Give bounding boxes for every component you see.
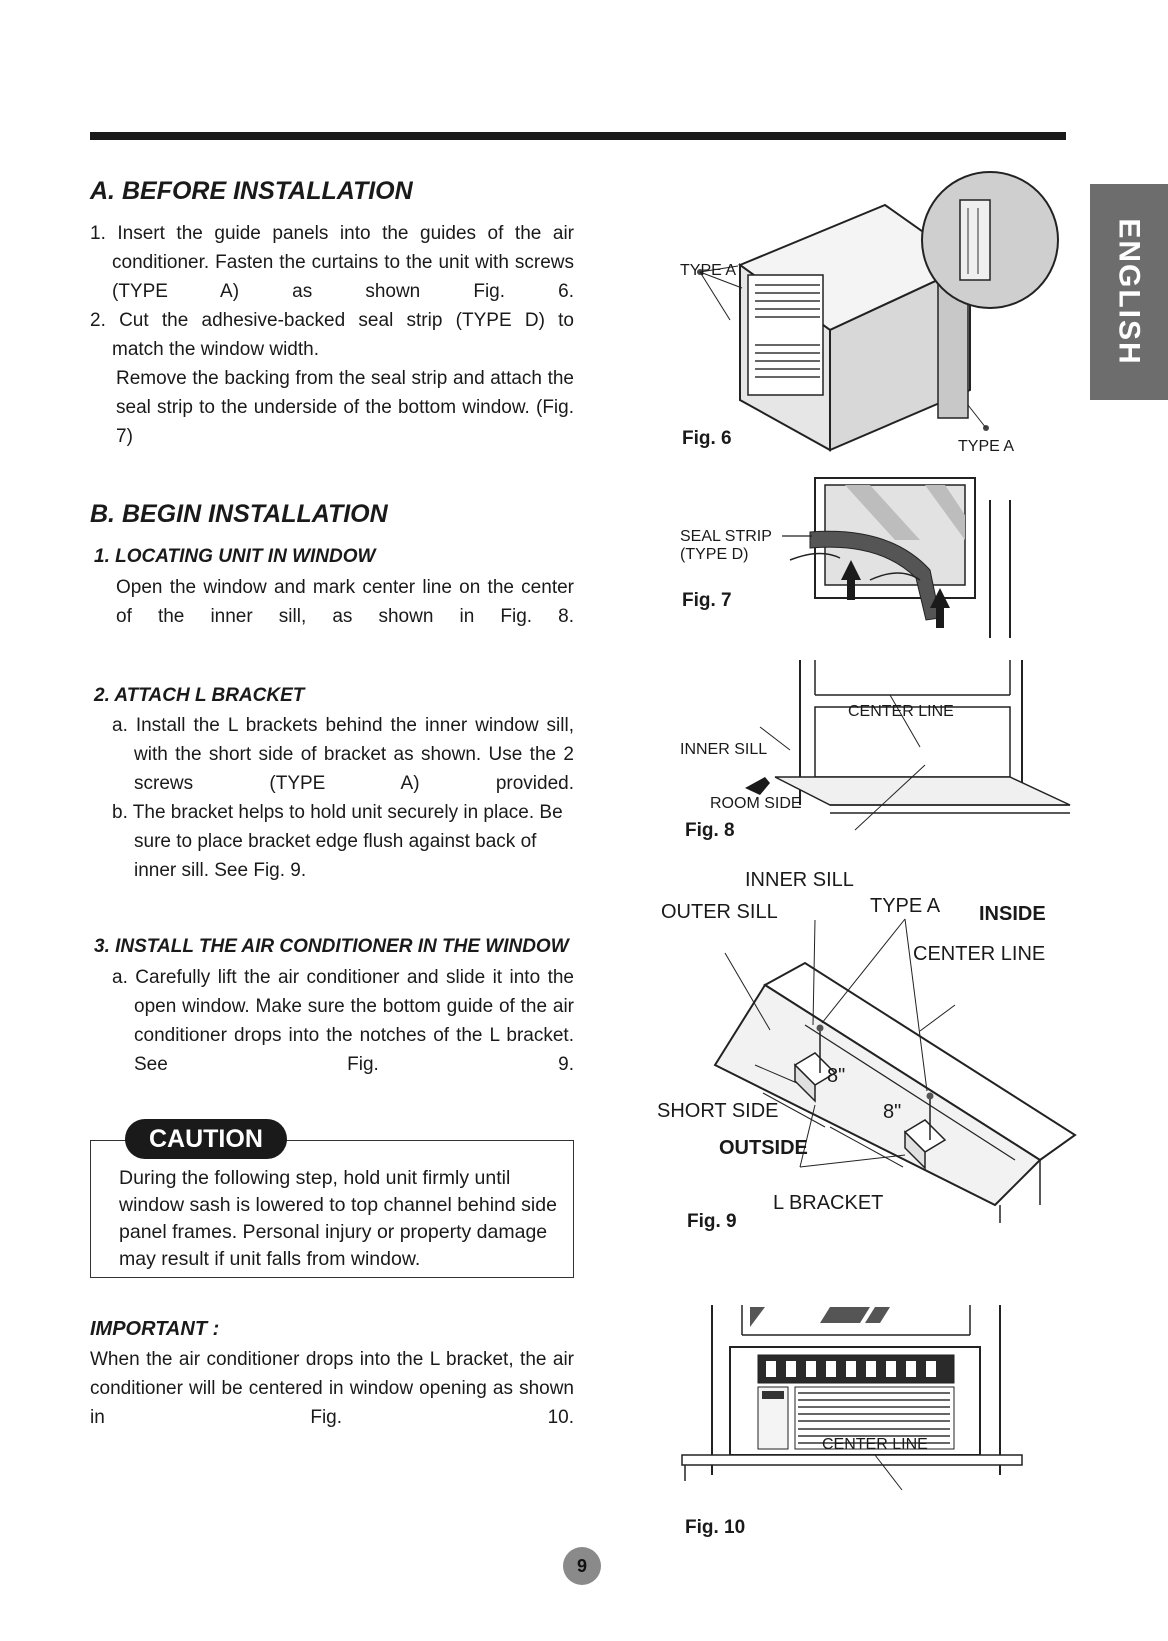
- fig10-label-center-line: CENTER LINE: [822, 1436, 928, 1453]
- figure-6: TYPE A TYPE A Fig. 6: [670, 170, 1059, 470]
- section-a-step-2-line-2: match the window width.: [112, 339, 319, 360]
- figure-8: CENTER LINE INNER SILL ROOM SIDE Fig. 8: [670, 655, 1071, 855]
- fig8-label-inner-sill: INNER SILL: [680, 741, 768, 758]
- attach-bracket-title: 2. ATTACH L BRACKET: [94, 685, 305, 706]
- language-tab[interactable]: ENGLISH: [1090, 184, 1168, 400]
- attach-bracket-item-b: b. The bracket helps to hold unit secure…: [112, 802, 563, 881]
- install-ac-item-a: a. Carefully lift the air conditioner an…: [112, 967, 574, 1075]
- fig8-label-room-side: ROOM SIDE: [710, 795, 802, 812]
- fig7-label-type-d: (TYPE D): [680, 546, 749, 563]
- fig6-label-type-a-bottom: TYPE A: [958, 438, 1015, 455]
- fig9-label-dim-1: 8": [827, 1065, 846, 1087]
- fig8-caption: Fig. 8: [685, 820, 735, 841]
- fig9-label-dim-2: 8": [883, 1101, 902, 1123]
- fig8-illustration: [745, 660, 1071, 831]
- fig7-illustration: [782, 477, 1011, 638]
- section-a-heading: A. BEFORE INSTALLATION: [90, 177, 413, 205]
- fig9-label-l-bracket: L BRACKET: [773, 1192, 884, 1214]
- install-ac-title: 3. INSTALL THE AIR CONDITIONER IN THE WI…: [94, 936, 569, 957]
- fig9-label-type-a: TYPE A: [870, 895, 941, 917]
- locating-unit-text: Open the window and mark center line on …: [116, 577, 574, 627]
- fig6-caption: Fig. 6: [682, 428, 732, 449]
- fig9-label-outside: OUTSIDE: [719, 1137, 808, 1159]
- fig7-caption: Fig. 7: [682, 590, 732, 611]
- figure-10: CENTER LINE Fig. 10: [670, 1305, 1050, 1545]
- fig9-label-inside: INSIDE: [979, 903, 1046, 925]
- fig9-illustration: [713, 918, 1077, 1223]
- fig9-label-short-side: SHORT SIDE: [657, 1100, 779, 1122]
- fig10-caption: Fig. 10: [685, 1517, 746, 1538]
- figure-7: SEAL STRIP (TYPE D) Fig. 7: [670, 470, 1050, 640]
- section-a-step-2-detail: Remove the backing from the seal strip a…: [116, 368, 574, 447]
- important-text: When the air conditioner drops into the …: [90, 1349, 574, 1428]
- fig9-caption: Fig. 9: [687, 1211, 737, 1232]
- fig6-illustration: [697, 171, 1059, 452]
- section-a-step-2-line-1: 2. Cut the adhesive-backed seal strip (T…: [90, 310, 574, 331]
- fig9-label-center-line: CENTER LINE: [913, 943, 1046, 965]
- top-rule: [90, 132, 1066, 140]
- caution-label: CAUTION: [125, 1119, 287, 1159]
- fig7-label-seal-strip: SEAL STRIP: [680, 528, 772, 545]
- fig6-label-type-a-top: TYPE A: [680, 262, 737, 279]
- page-number: 9: [563, 1547, 601, 1585]
- fig10-illustration: [681, 1305, 1023, 1491]
- caution-box: CAUTION During the following step, hold …: [90, 1119, 574, 1278]
- caution-text: During the following step, hold unit fir…: [119, 1167, 557, 1270]
- fig9-label-inner-sill: INNER SILL: [745, 869, 854, 891]
- section-a-step-1: 1. Insert the guide panels into the guid…: [90, 223, 574, 302]
- important-title: IMPORTANT :: [90, 1318, 220, 1340]
- locating-unit-title: 1. LOCATING UNIT IN WINDOW: [94, 546, 376, 567]
- fig8-label-center-line: CENTER LINE: [848, 703, 954, 720]
- figure-9: INNER SILL OUTER SILL TYPE A INSIDE CENT…: [655, 869, 1077, 1240]
- fig9-label-outer-sill: OUTER SILL: [661, 901, 778, 923]
- section-b-heading: B. BEGIN INSTALLATION: [90, 500, 388, 528]
- language-tab-label: ENGLISH: [1113, 218, 1147, 366]
- attach-bracket-item-a: a. Install the L brackets behind the inn…: [112, 715, 574, 794]
